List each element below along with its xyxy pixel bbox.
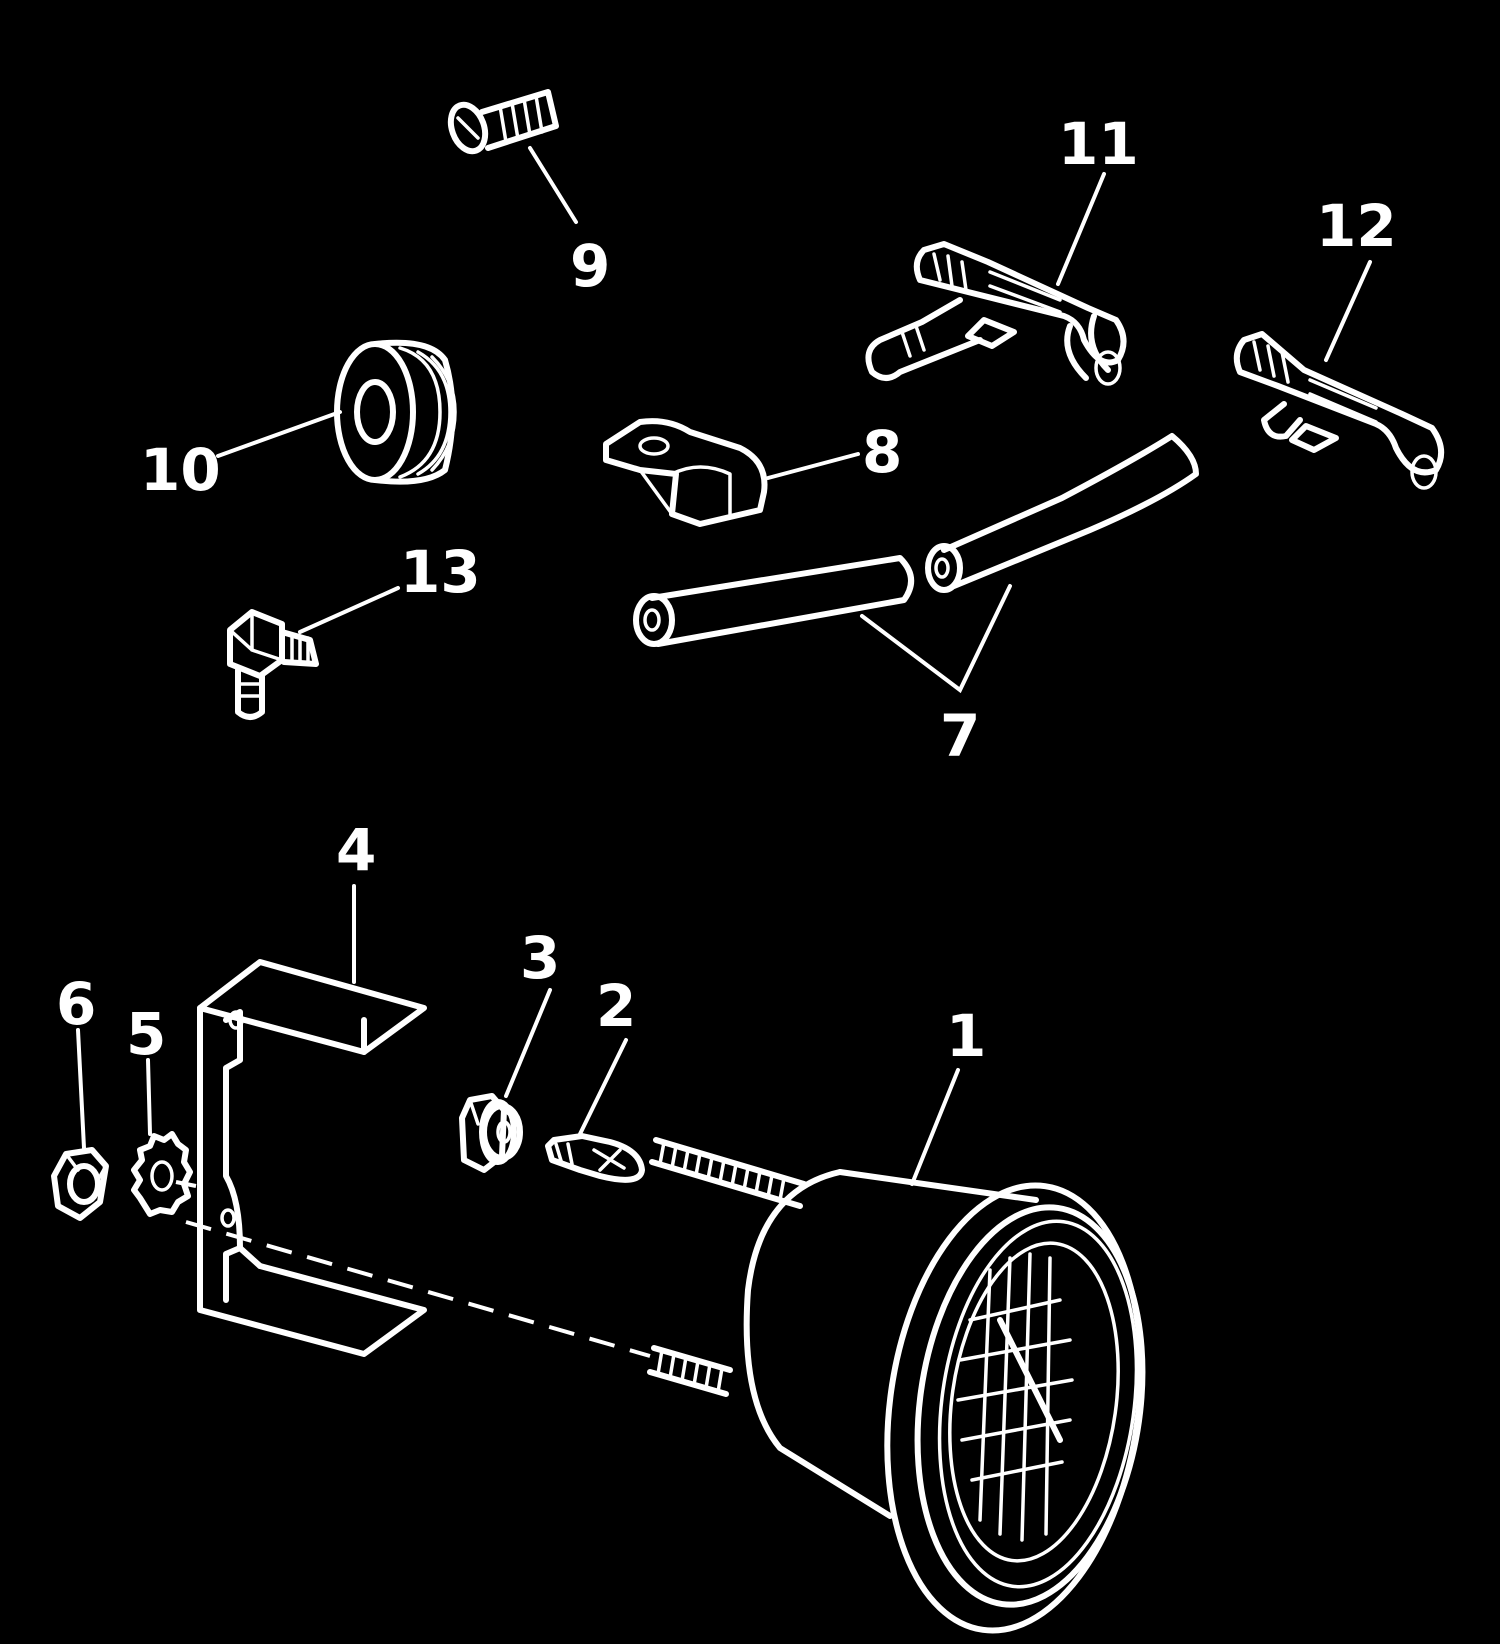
leader-9 (528, 146, 578, 224)
callout-5: 5 (126, 1000, 166, 1068)
callout-9: 9 (570, 232, 610, 300)
leader-1 (910, 1068, 960, 1186)
part-10-grommet (334, 339, 457, 485)
leader-3 (504, 988, 552, 1098)
leader-8 (766, 452, 860, 480)
callout-6: 6 (56, 970, 96, 1038)
part-3-bulb-socket (459, 1093, 523, 1173)
leader-10 (216, 410, 342, 458)
part-7-hose (633, 433, 1199, 647)
part-4-bracket (197, 959, 427, 1357)
callout-2: 2 (596, 972, 636, 1040)
callout-3: 3 (520, 924, 560, 992)
callout-11: 11 (1058, 110, 1139, 178)
leader-12 (1324, 260, 1372, 362)
part-9-screw (447, 89, 559, 155)
assembly-line (185, 1220, 651, 1358)
leader-7 (860, 584, 1012, 694)
part-5-lockwasher (131, 1131, 193, 1217)
part-1-gauge (647, 1137, 1146, 1634)
part-11-tee-fitting (865, 241, 1127, 386)
callout-13: 13 (400, 538, 481, 606)
part-2-bulb (545, 1133, 645, 1183)
assembly-line-short (175, 1180, 197, 1188)
leader-2 (578, 1038, 628, 1136)
part-13-elbow-fitting (227, 609, 319, 720)
callout-10: 10 (140, 436, 221, 504)
callout-12: 12 (1316, 192, 1397, 260)
leader-6 (76, 1028, 86, 1150)
leader-13 (298, 586, 400, 634)
part-8-clamp (603, 418, 768, 527)
callout-4: 4 (336, 816, 376, 884)
leader-11 (1056, 172, 1106, 286)
callout-8: 8 (862, 418, 902, 486)
callout-7: 7 (940, 702, 980, 770)
part-6-nut (51, 1147, 109, 1221)
leader-5 (146, 1058, 152, 1136)
part-12-connector (1233, 331, 1445, 490)
callout-1: 1 (946, 1002, 986, 1070)
